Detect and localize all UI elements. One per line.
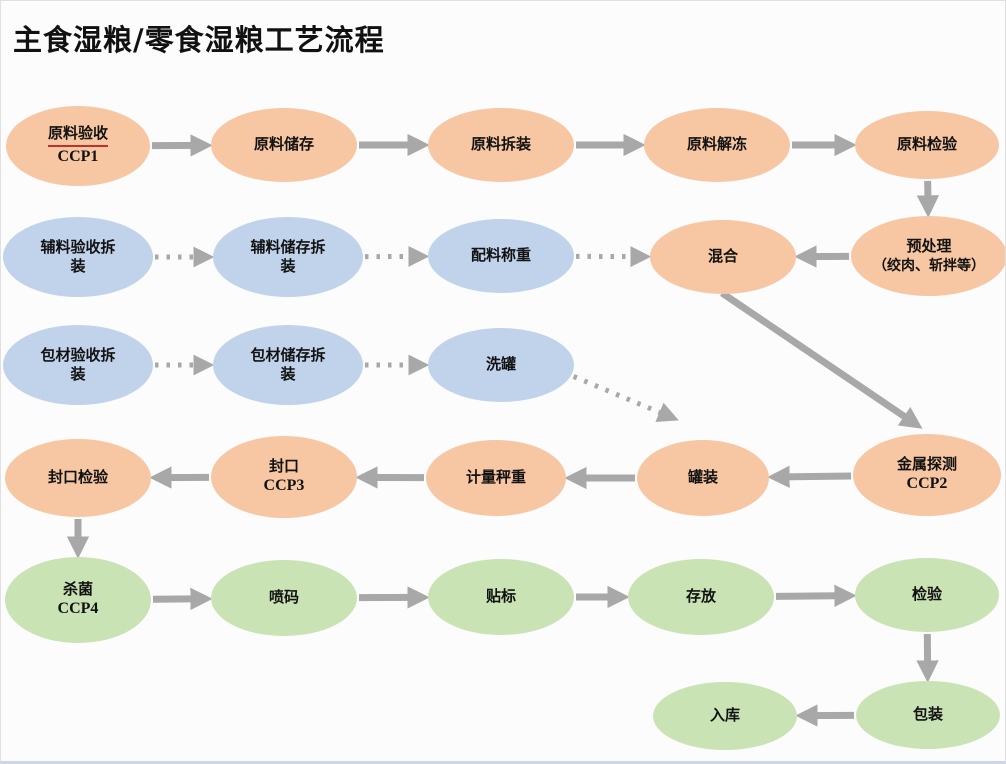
node-label: 包材验收拆装 [40,345,116,384]
node-metal-detect-ccp2: 金属探测 CCP2 [853,434,1001,516]
node-mix: 混合 [650,220,796,294]
node-pretreat: 预处理 （绞肉、斩拌等） [851,216,1005,296]
node-label: 辅料储存拆装 [250,237,326,276]
node-store: 存放 [628,559,774,635]
flow-arrow-store-to-inspect [775,584,857,608]
flow-arrow-metal-to-filling [767,465,852,489]
node-raw-check: 原料检验 [855,111,999,179]
node-pack-storage: 包材储存拆装 [213,325,363,405]
node-label: 检验 [911,585,942,604]
node-label: 包装 [912,705,943,724]
node-label: 原料拆装 [470,135,531,154]
node-label: 原料解冻 [686,135,747,154]
node-aux-receive: 辅料验收拆装 [3,217,153,297]
flow-arrow-can_wash-to-filling [562,369,679,423]
node-label: 封口 [268,456,299,475]
node-label: 计量秤重 [465,468,526,487]
node-label: 辅料验收拆装 [40,237,116,276]
node-raw-inspection-ccp1: 原料验收 CCP1 [6,106,150,186]
node-label: 配料称重 [470,246,531,265]
node-ingredient-weigh: 配料称重 [428,219,574,293]
node-label: 原料检验 [896,135,957,154]
node-can-wash: 洗罐 [428,328,574,402]
node-weigh: 计量秤重 [426,440,566,516]
node-seal-check: 封口检验 [5,439,151,517]
node-ccp-label: CCP3 [263,477,305,495]
flow-arrow-mix-to-metal [720,290,923,429]
node-packing: 包装 [856,681,1000,749]
node-label: 封口检验 [47,468,108,487]
node-label: 入库 [709,706,740,725]
node-raw-unpack: 原料拆装 [428,108,574,182]
node-sub-label: （绞肉、斩拌等） [873,257,985,274]
node-label: 存放 [685,587,716,606]
node-aux-storage: 辅料储存拆装 [213,217,363,297]
node-labeling: 贴标 [428,559,574,635]
flow-arrow-sterilize-to-code [152,587,213,611]
node-inspect: 检验 [855,558,999,632]
node-label: 洗罐 [485,355,516,374]
node-filling: 罐装 [637,440,769,516]
node-label: 原料验收 [47,124,108,147]
node-warehouse: 入库 [653,682,797,750]
node-ccp-label: CCP2 [906,475,948,493]
node-pack-receive: 包材验收拆装 [3,325,153,405]
node-label: 混合 [707,247,738,266]
node-ccp-label: CCP4 [57,600,99,618]
node-label: 原料储存 [253,135,314,154]
flow-arrow-raw_check-to-pretreat [916,180,940,218]
node-ccp-label: CCP1 [57,147,99,165]
node-seal-ccp3: 封口 CCP3 [211,436,357,518]
node-label: 贴标 [485,587,516,606]
node-label: 罐装 [687,468,718,487]
node-label: 杀菌 [62,579,93,598]
node-raw-thaw: 原料解冻 [644,108,790,182]
page-title: 主食湿粮/零食湿粮工艺流程 [13,23,385,57]
node-label: 包材储存拆装 [250,345,326,384]
node-label: 预处理 [906,237,952,256]
node-label: 喷码 [268,588,299,607]
node-label: 金属探测 [896,454,957,473]
node-sterilize-ccp4: 杀菌 CCP4 [5,557,151,643]
node-code-print: 喷码 [211,560,357,636]
node-raw-storage: 原料储存 [211,108,357,182]
